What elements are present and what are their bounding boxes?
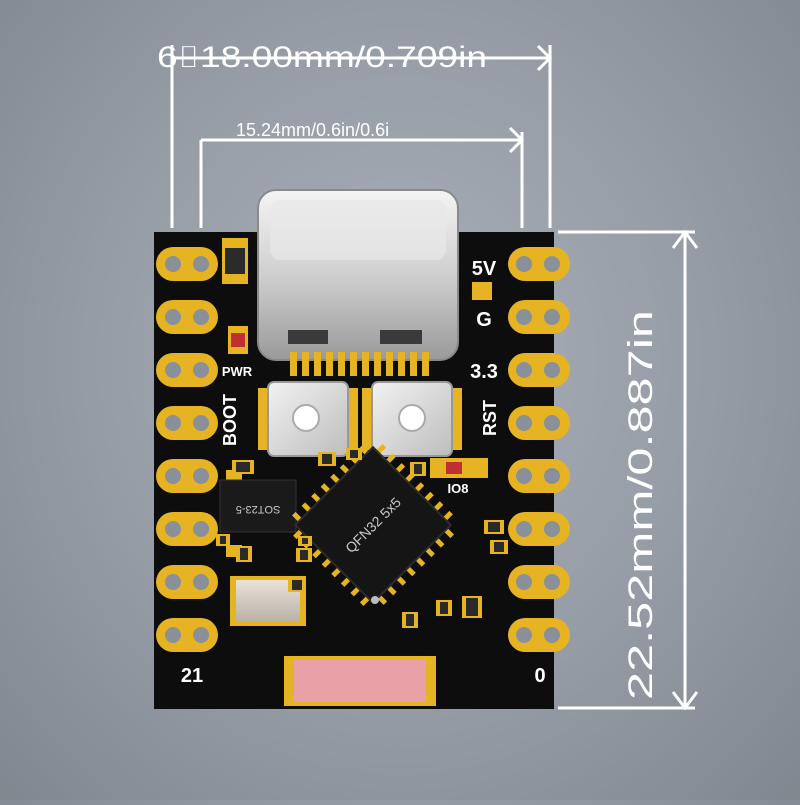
passive-part [490, 540, 508, 554]
height-dimension [558, 229, 699, 711]
left-pad [156, 512, 218, 546]
left-pad [156, 353, 218, 387]
right-pad [508, 353, 570, 387]
width-outer-label: 6⌷18.00mm/0.709in [157, 41, 487, 74]
ceramic-antenna [284, 656, 436, 706]
usb-leg [290, 352, 297, 376]
usb-leg [398, 352, 405, 376]
label-rst: RST [480, 400, 500, 436]
right-pad [508, 565, 570, 599]
label-5v: 5V [472, 258, 497, 280]
passive-part [484, 520, 504, 534]
label-pin-0: 0 [534, 665, 545, 687]
left-pad [156, 406, 218, 440]
usb-leg [374, 352, 381, 376]
right-pad [508, 512, 570, 546]
right-pad [508, 247, 570, 281]
left-pad [156, 565, 218, 599]
usb-leg [362, 352, 369, 376]
right-pad [508, 300, 570, 334]
usb-leg [410, 352, 417, 376]
label-g: G [476, 309, 492, 331]
regulator-label: SOT23-5 [236, 503, 281, 515]
boot-button [258, 381, 358, 457]
passive-part [318, 452, 336, 466]
chip-pin [434, 537, 445, 548]
5v-capacitor [472, 282, 492, 300]
usb-leg [314, 352, 321, 376]
height-label: 22.52mm/0.887in [622, 310, 660, 700]
left-pad [156, 459, 218, 493]
usb-leg [302, 352, 309, 376]
left-pad [156, 618, 218, 652]
passive-part [296, 548, 312, 562]
io8-led [430, 458, 488, 478]
left-pin-header [156, 247, 218, 652]
passive-part [232, 460, 254, 474]
passive-part [462, 596, 482, 618]
passive-part [236, 546, 252, 562]
label-3v3: 3.3 [470, 361, 498, 383]
rst-button [362, 381, 462, 457]
right-pad [508, 459, 570, 493]
passive-part [402, 612, 418, 628]
passive-part [410, 462, 426, 476]
width-dimension-outer [170, 44, 553, 228]
passive-part [288, 578, 306, 592]
label-boot: BOOT [220, 394, 240, 446]
chip-pin [443, 510, 453, 521]
usb-leg [350, 352, 357, 376]
diode-component [222, 238, 248, 284]
chip-pin [405, 566, 416, 577]
usb-c-connector [257, 189, 459, 376]
passive-components [216, 448, 508, 628]
usb-leg [386, 352, 393, 376]
chip-pin [311, 492, 322, 503]
pwr-led [228, 326, 248, 354]
passive-part [298, 536, 312, 546]
width-dimension-inner [199, 126, 525, 228]
left-pad [156, 247, 218, 281]
passive-part [436, 600, 452, 616]
label-io8: IO8 [448, 481, 469, 496]
label-pin-21: 21 [181, 665, 203, 687]
passive-part [216, 534, 230, 546]
right-pad [508, 406, 570, 440]
width-inner-label: 15.24mm/0.6in/0.6i [236, 120, 389, 140]
chip-pin [358, 445, 369, 455]
voltage-regulator: SOT23-5 [219, 470, 297, 557]
passive-part [346, 448, 362, 460]
usb-leg [422, 352, 429, 376]
right-pad [508, 618, 570, 652]
right-pin-header [508, 247, 570, 652]
usb-leg [326, 352, 333, 376]
label-pwr: PWR [222, 364, 253, 379]
usb-leg [338, 352, 345, 376]
chip-pin [377, 595, 388, 605]
left-pad [156, 300, 218, 334]
main-chip: QFN32 5x5 [292, 444, 454, 606]
chip-pin [395, 463, 406, 474]
